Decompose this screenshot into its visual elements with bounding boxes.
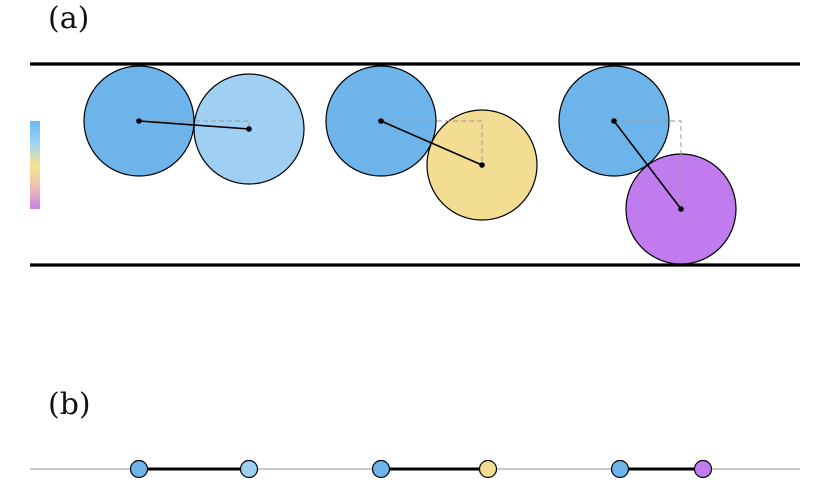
right-center-dot: [479, 162, 485, 168]
left-center-dot: [611, 118, 617, 124]
node-left: [371, 459, 391, 479]
colorbar: [30, 121, 40, 209]
disk-pair-3: [558, 65, 737, 265]
projection-line: [30, 459, 800, 479]
node-right: [693, 459, 713, 479]
guide-dashed: [614, 120, 682, 209]
panel-b-label: (b): [48, 387, 91, 422]
disk-pair-2: [325, 65, 538, 221]
right-center-dot: [246, 126, 252, 132]
bond-line: [613, 120, 682, 210]
left-center-dot: [378, 118, 384, 124]
panel-a-label: (a): [48, 1, 90, 36]
node-left: [610, 459, 630, 479]
node-left: [129, 459, 149, 479]
channel: [30, 62, 800, 267]
disk-pair-1: [83, 65, 305, 185]
node-right: [239, 459, 259, 479]
bond-line: [380, 120, 483, 166]
left-center-dot: [136, 118, 142, 124]
bond-line: [138, 120, 250, 130]
node-right: [478, 459, 498, 479]
guide-dashed: [381, 120, 483, 165]
right-center-dot: [678, 206, 684, 212]
